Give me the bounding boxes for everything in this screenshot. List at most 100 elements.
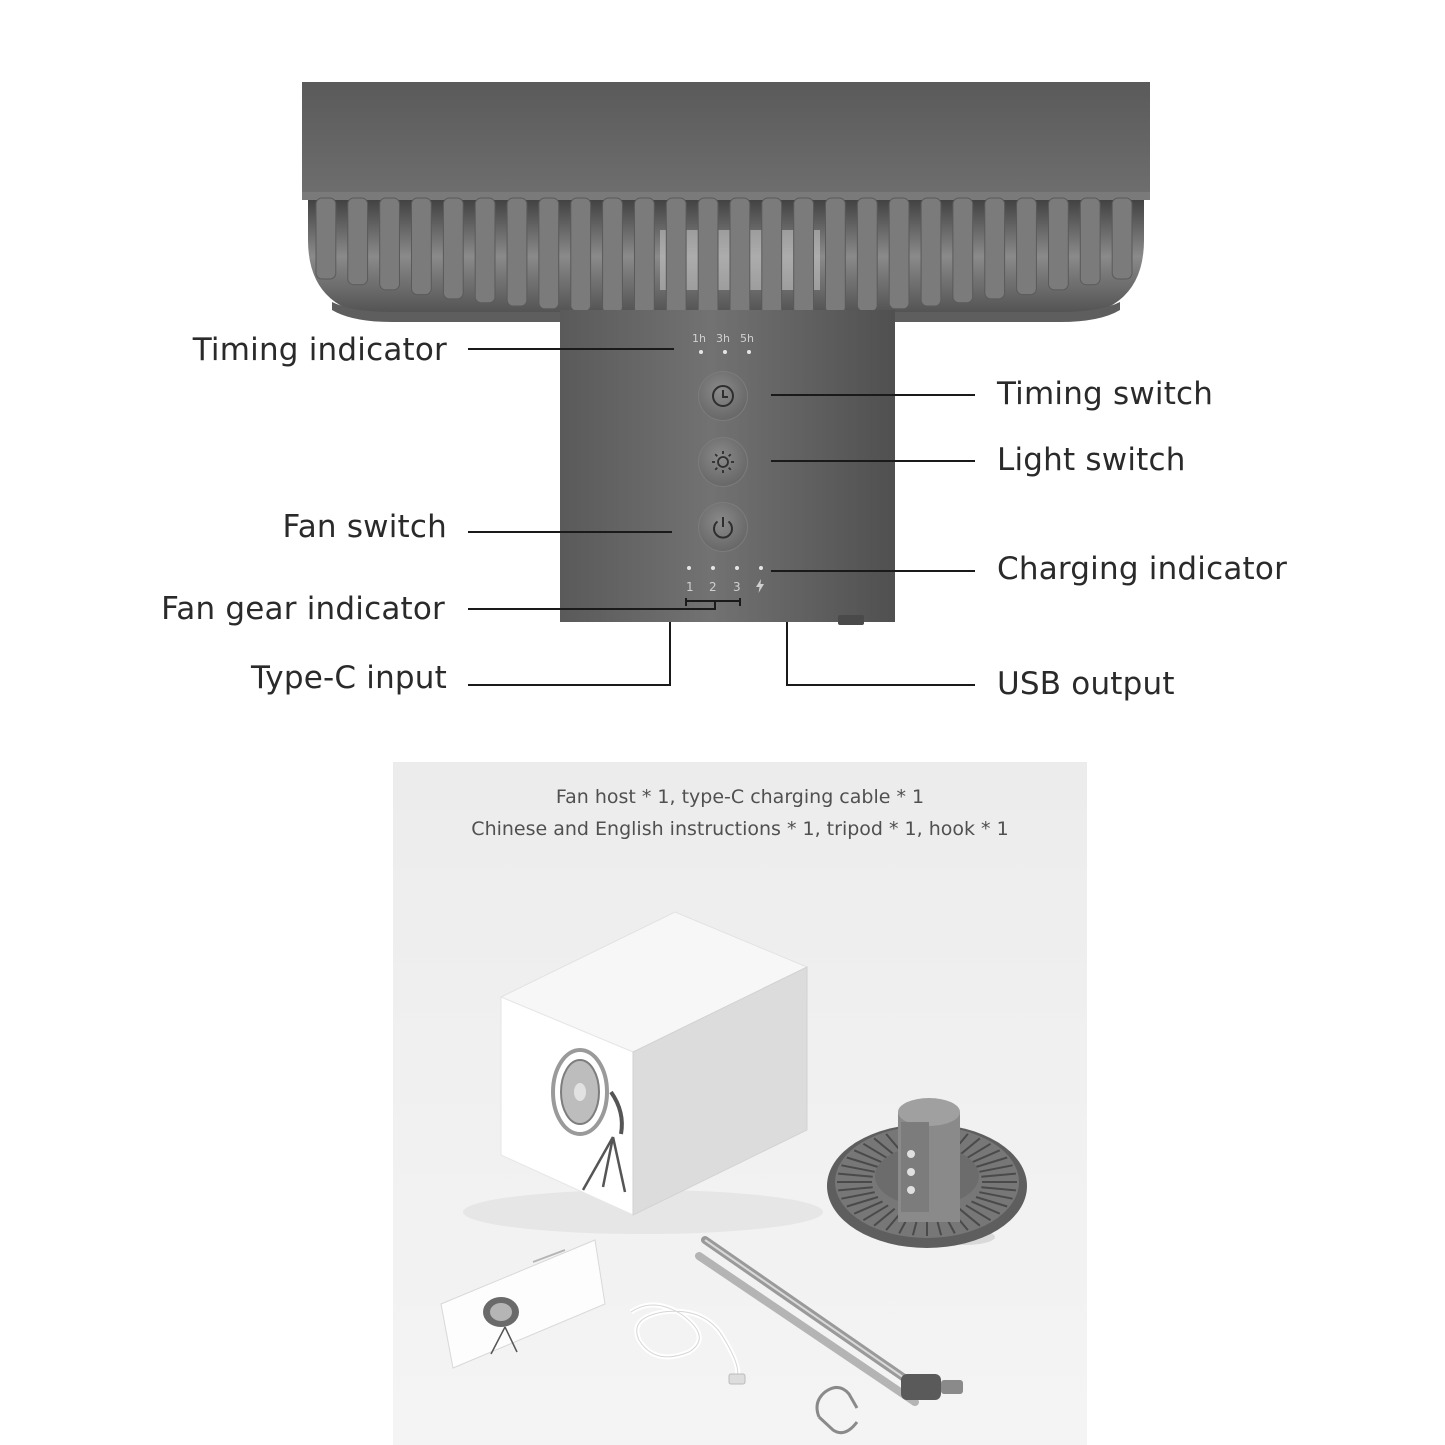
gift-box bbox=[499, 911, 809, 1216]
fan-grille-rib bbox=[971, 1200, 1001, 1215]
grille-slat bbox=[1111, 197, 1133, 280]
fan-grille-rib bbox=[965, 1204, 992, 1222]
timing-switch-button[interactable] bbox=[698, 371, 748, 421]
grille-slat bbox=[411, 197, 432, 296]
label-charging-indicator: Charging indicator bbox=[997, 551, 1288, 587]
package-contents-panel: Fan host * 1, type-C charging cable * 1 … bbox=[393, 762, 1087, 1445]
package-line-1: Fan host * 1, type-C charging cable * 1 bbox=[555, 786, 925, 808]
fan-grille-rib bbox=[975, 1196, 1008, 1208]
leader-usb-vertical bbox=[786, 622, 788, 686]
clock-icon bbox=[712, 385, 734, 407]
tripod bbox=[695, 1236, 963, 1406]
grille-slat bbox=[506, 197, 528, 307]
grille-slat bbox=[538, 197, 560, 310]
label-type-c-input: Type-C input bbox=[250, 660, 447, 696]
fan-grille-rib bbox=[971, 1149, 1001, 1164]
instruction-card bbox=[440, 1239, 606, 1369]
grille-slat bbox=[1079, 197, 1101, 286]
grille-slat bbox=[602, 197, 623, 314]
label-fan-gear-indicator: Fan gear indicator bbox=[161, 591, 445, 627]
label-timing-switch: Timing switch bbox=[997, 376, 1214, 412]
gear-bracket-left bbox=[685, 598, 687, 606]
fan-grille-rib bbox=[979, 1164, 1013, 1173]
leader-usb-horizontal bbox=[786, 684, 975, 686]
fan-grille-rib bbox=[862, 1204, 889, 1222]
gear-dot-2 bbox=[711, 566, 715, 570]
package-contents-illustration bbox=[440, 911, 1027, 1435]
grille-slat bbox=[793, 197, 815, 315]
label-usb-output: USB output bbox=[997, 666, 1175, 702]
fan-grille-rib bbox=[979, 1191, 1013, 1200]
carabiner-hook bbox=[815, 1386, 859, 1435]
grille-slat bbox=[952, 197, 974, 304]
label-timing-indicator: Timing indicator bbox=[192, 332, 447, 368]
fan-grille-rib bbox=[862, 1142, 889, 1160]
fan-head-illustration bbox=[302, 82, 1150, 322]
leader-type-c-vertical bbox=[669, 622, 671, 686]
charge-dot bbox=[759, 566, 763, 570]
gear-bracket-bar bbox=[685, 600, 741, 602]
leader-charging-indicator bbox=[771, 570, 975, 572]
timer-mark-3h: 3h bbox=[716, 332, 730, 345]
fan-grille-rib bbox=[846, 1196, 879, 1208]
timer-dot-5h bbox=[747, 350, 751, 354]
grille-slat bbox=[570, 197, 592, 312]
label-fan-switch: Fan switch bbox=[282, 509, 447, 545]
fan-grille-rib bbox=[873, 1207, 896, 1227]
fan-grille-rib bbox=[841, 1191, 875, 1200]
fan-switch-button[interactable] bbox=[698, 502, 748, 552]
timer-dot-1h bbox=[699, 350, 703, 354]
grille-slat bbox=[888, 197, 910, 310]
grille-slat bbox=[665, 197, 687, 316]
grille-slat bbox=[729, 197, 751, 317]
gear-mark-2: 2 bbox=[709, 580, 717, 594]
fan-grille-rib bbox=[846, 1156, 879, 1168]
gear-mark-1: 1 bbox=[686, 580, 694, 594]
fan-grille-rib bbox=[981, 1186, 1016, 1192]
leader-timing-switch bbox=[771, 394, 975, 396]
fan-grille-rib bbox=[838, 1172, 873, 1178]
grille-slat bbox=[1048, 197, 1069, 291]
charging-cable bbox=[629, 1302, 746, 1385]
leader-fan-gear-indicator bbox=[468, 608, 716, 610]
fan-unit bbox=[827, 1098, 1027, 1248]
gear-dot-3 bbox=[735, 566, 739, 570]
timer-mark-5h: 5h bbox=[740, 332, 754, 345]
fan-grille-rib bbox=[958, 1207, 981, 1227]
grille-slat bbox=[920, 197, 942, 307]
light-switch-button[interactable] bbox=[698, 437, 748, 487]
sun-icon bbox=[712, 451, 734, 473]
leader-fan-switch bbox=[468, 531, 672, 533]
grille-slat bbox=[825, 197, 846, 314]
gear-dot-1 bbox=[687, 566, 691, 570]
fan-grille-rib bbox=[981, 1172, 1016, 1178]
grille-slat bbox=[474, 197, 496, 304]
gear-bracket-right bbox=[739, 598, 741, 606]
fan-grille-rib bbox=[841, 1164, 875, 1173]
timer-dot-3h bbox=[723, 350, 727, 354]
grille-slat bbox=[856, 197, 878, 312]
fan-grille-rib bbox=[838, 1186, 873, 1192]
grille-slat bbox=[984, 197, 1006, 300]
fan-grille-rib bbox=[958, 1137, 981, 1157]
grille-slat bbox=[347, 197, 369, 286]
grille-slat bbox=[761, 197, 783, 316]
gear-bracket-stem bbox=[714, 600, 716, 610]
fan-diagram: 1h 3h 5h 1 2 3 bbox=[161, 82, 1288, 702]
label-light-switch: Light switch bbox=[997, 442, 1186, 478]
lightning-icon bbox=[756, 579, 764, 593]
fan-grille-rib bbox=[965, 1142, 992, 1160]
grille-slat bbox=[442, 197, 464, 300]
grille-slat bbox=[1016, 197, 1037, 296]
grille-slat bbox=[379, 197, 400, 291]
fan-grille-rib bbox=[975, 1156, 1008, 1168]
gear-mark-3: 3 bbox=[733, 580, 741, 594]
fan-grille-rib bbox=[853, 1200, 883, 1215]
timer-mark-1h: 1h bbox=[692, 332, 706, 345]
fan-grille-rib bbox=[853, 1149, 883, 1164]
grille-slat bbox=[697, 197, 719, 317]
package-line-2: Chinese and English instructions * 1, tr… bbox=[471, 818, 1009, 840]
grille-slat bbox=[315, 197, 337, 280]
leader-type-c-horizontal bbox=[468, 684, 671, 686]
power-icon bbox=[713, 517, 733, 539]
